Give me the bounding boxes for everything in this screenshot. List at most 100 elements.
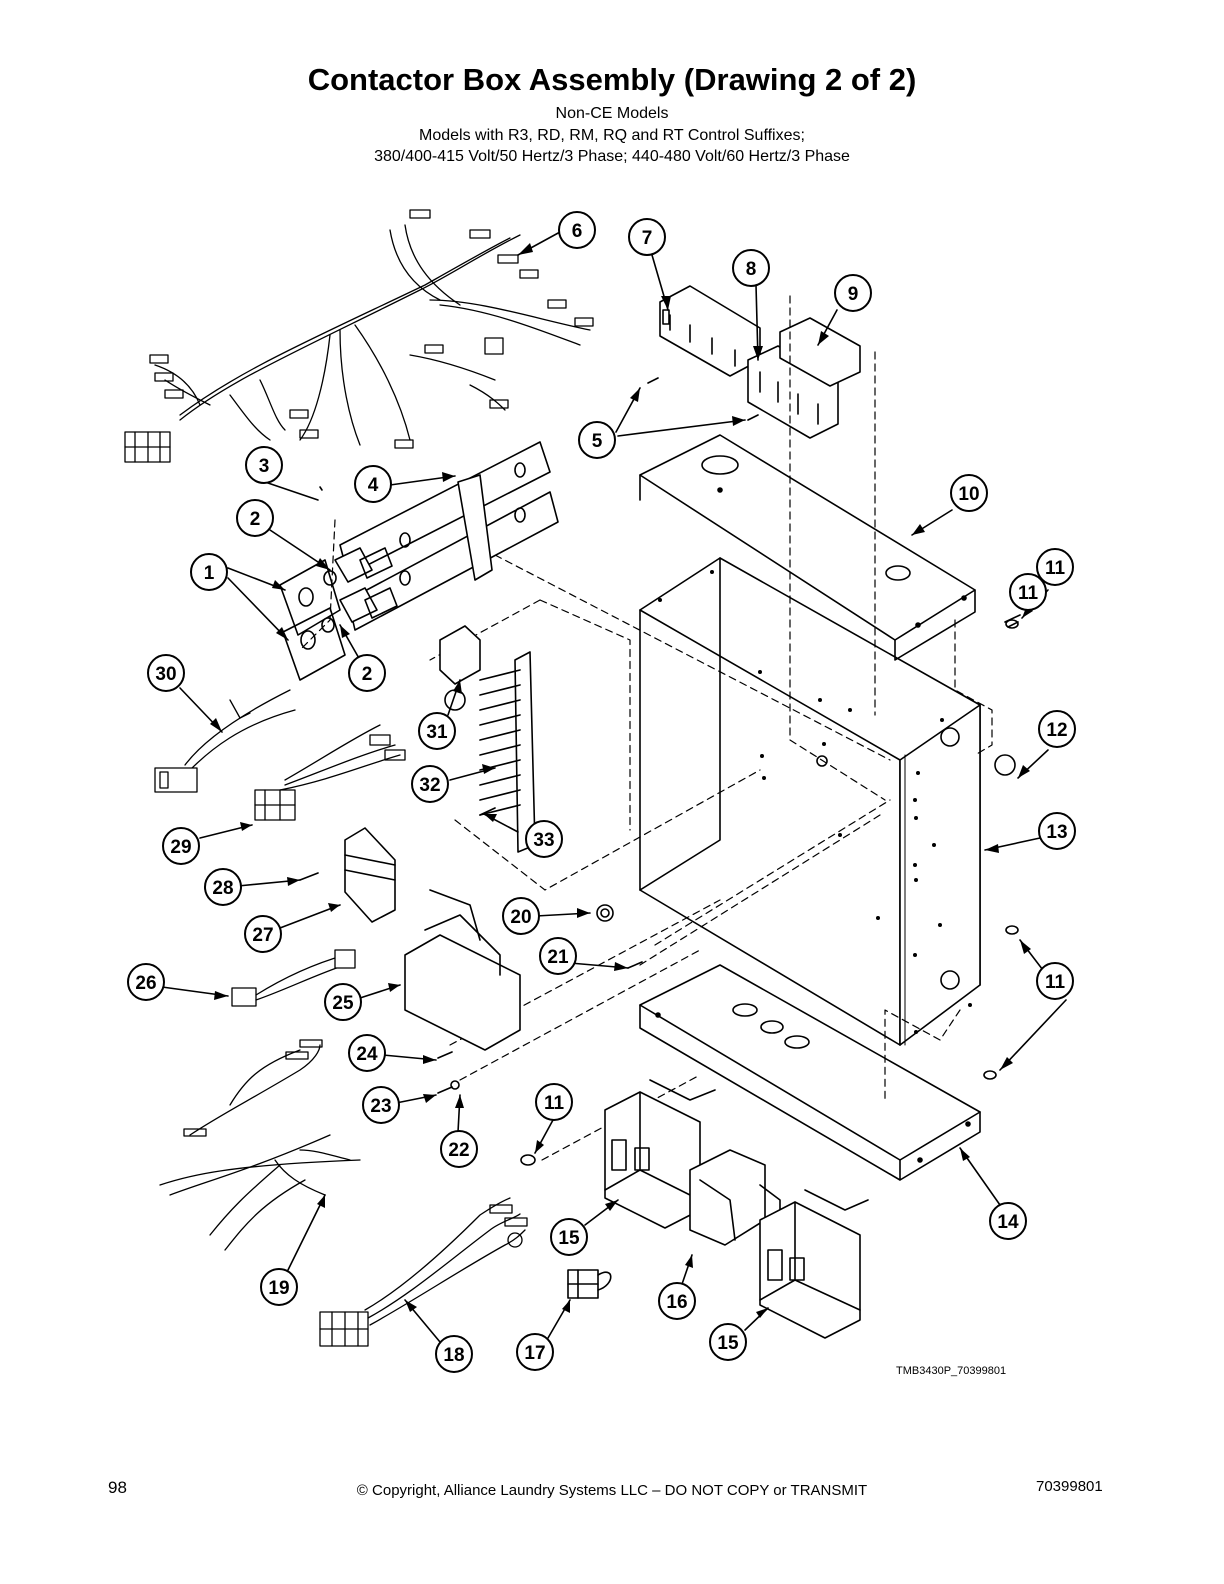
callout-label: 26 bbox=[135, 973, 156, 994]
callout-label: 30 bbox=[155, 664, 176, 685]
callout-10: 10 bbox=[950, 474, 988, 512]
callout-circle bbox=[550, 1218, 588, 1256]
callout-circle bbox=[324, 983, 362, 1021]
cabinet-body bbox=[639, 557, 981, 1046]
callout-label: 28 bbox=[212, 878, 233, 899]
callout-12: 12 bbox=[1038, 710, 1076, 748]
callout-circle bbox=[1038, 710, 1076, 748]
callout-circle bbox=[435, 1335, 473, 1373]
callout-22: 22 bbox=[440, 1130, 478, 1168]
callout-label: 5 bbox=[592, 431, 603, 452]
callout-8: 8 bbox=[732, 249, 770, 287]
callout-23: 23 bbox=[362, 1086, 400, 1124]
top-panel bbox=[639, 434, 976, 661]
drawing-id: TMB3430P_70399801 bbox=[896, 1365, 1006, 1377]
callout-label: 20 bbox=[510, 907, 531, 928]
wire-harness-6 bbox=[124, 209, 594, 463]
callout-5: 5 bbox=[578, 421, 616, 459]
callout-circle bbox=[418, 712, 456, 750]
callout-13: 13 bbox=[1038, 812, 1076, 850]
callout-circle bbox=[834, 274, 872, 312]
callout-circle bbox=[578, 421, 616, 459]
callout-label: 4 bbox=[368, 475, 379, 496]
callout-16: 16 bbox=[658, 1282, 696, 1320]
callout-label: 15 bbox=[717, 1333, 739, 1354]
callout-circle bbox=[628, 218, 666, 256]
callout-label: 32 bbox=[419, 775, 440, 796]
callout-circle bbox=[245, 446, 283, 484]
callout-label: 2 bbox=[250, 509, 261, 530]
contactor-15-upper bbox=[604, 1079, 716, 1229]
callout-29: 29 bbox=[162, 827, 200, 865]
callout-circle bbox=[127, 963, 165, 1001]
callout-4: 4 bbox=[354, 465, 392, 503]
callout-circle bbox=[658, 1282, 696, 1320]
callout-label: 31 bbox=[426, 722, 448, 743]
callout-circle bbox=[440, 1130, 478, 1168]
callout-18: 18 bbox=[435, 1335, 473, 1373]
callout-circle bbox=[1036, 962, 1074, 1000]
callout-circle bbox=[411, 765, 449, 803]
callout-label: 2 bbox=[362, 664, 373, 685]
callout-label: 12 bbox=[1046, 720, 1067, 741]
callout-2: 2 bbox=[348, 654, 386, 692]
callout-label: 27 bbox=[252, 925, 273, 946]
callout-circle bbox=[558, 211, 596, 249]
callout-19: 19 bbox=[260, 1268, 298, 1306]
terminal-strip-32 bbox=[479, 651, 536, 853]
callout-circle bbox=[147, 654, 185, 692]
callout-label: 14 bbox=[997, 1212, 1019, 1233]
screws-and-grommets bbox=[299, 377, 1021, 1166]
callout-9: 9 bbox=[834, 274, 872, 312]
callout-20: 20 bbox=[502, 897, 540, 935]
callout-circle bbox=[516, 1333, 554, 1371]
callout-11: 11 bbox=[1036, 548, 1074, 586]
callout-2: 2 bbox=[236, 499, 274, 537]
callout-32: 32 bbox=[411, 765, 449, 803]
callout-label: 1 bbox=[204, 563, 215, 584]
callout-label: 33 bbox=[533, 830, 554, 851]
callout-33: 33 bbox=[525, 820, 563, 858]
callout-label: 24 bbox=[356, 1044, 378, 1065]
callout-label: 8 bbox=[746, 259, 757, 280]
subtitle-suffixes: Models with R3, RD, RM, RQ and RT Contro… bbox=[419, 127, 805, 144]
callout-label: 22 bbox=[448, 1140, 469, 1161]
callout-circle bbox=[1036, 548, 1074, 586]
callout-27: 27 bbox=[244, 915, 282, 953]
marker-strip-9 bbox=[779, 317, 861, 387]
callout-24: 24 bbox=[348, 1034, 386, 1072]
harness-30 bbox=[154, 689, 296, 793]
callout-label: 18 bbox=[443, 1345, 464, 1366]
callout-21: 21 bbox=[539, 937, 577, 975]
terminal-block-7 bbox=[659, 285, 761, 377]
callout-1: 1 bbox=[190, 553, 228, 591]
callout-label: 25 bbox=[332, 993, 354, 1014]
callout-circle bbox=[950, 474, 988, 512]
callout-14: 14 bbox=[989, 1202, 1027, 1240]
callout-label: 11 bbox=[544, 1093, 565, 1114]
harness-19 bbox=[159, 1039, 361, 1251]
harness-26 bbox=[231, 949, 356, 1007]
callout-circle bbox=[535, 1083, 573, 1121]
callout-circle bbox=[354, 465, 392, 503]
callout-11: 11 bbox=[1009, 573, 1047, 611]
callout-circle bbox=[244, 915, 282, 953]
callout-circle bbox=[1038, 812, 1076, 850]
harness-18 bbox=[319, 1197, 528, 1347]
connector-17 bbox=[567, 1269, 612, 1299]
subtitle-voltage: 380/400-415 Volt/50 Hertz/3 Phase; 440-4… bbox=[374, 148, 850, 165]
callout-label: 19 bbox=[268, 1278, 289, 1299]
copyright-notice: © Copyright, Alliance Laundry Systems LL… bbox=[356, 1482, 868, 1499]
callout-circle bbox=[525, 820, 563, 858]
contactor-15-lower bbox=[759, 1189, 869, 1339]
callout-11: 11 bbox=[535, 1083, 573, 1121]
callout-17: 17 bbox=[516, 1333, 554, 1371]
callout-circle bbox=[362, 1086, 400, 1124]
callout-label: 16 bbox=[666, 1292, 687, 1313]
callout-label: 29 bbox=[170, 837, 191, 858]
callout-circle bbox=[539, 937, 577, 975]
callout-label: 17 bbox=[524, 1343, 545, 1364]
callout-label: 23 bbox=[370, 1096, 391, 1117]
callout-circle bbox=[204, 868, 242, 906]
